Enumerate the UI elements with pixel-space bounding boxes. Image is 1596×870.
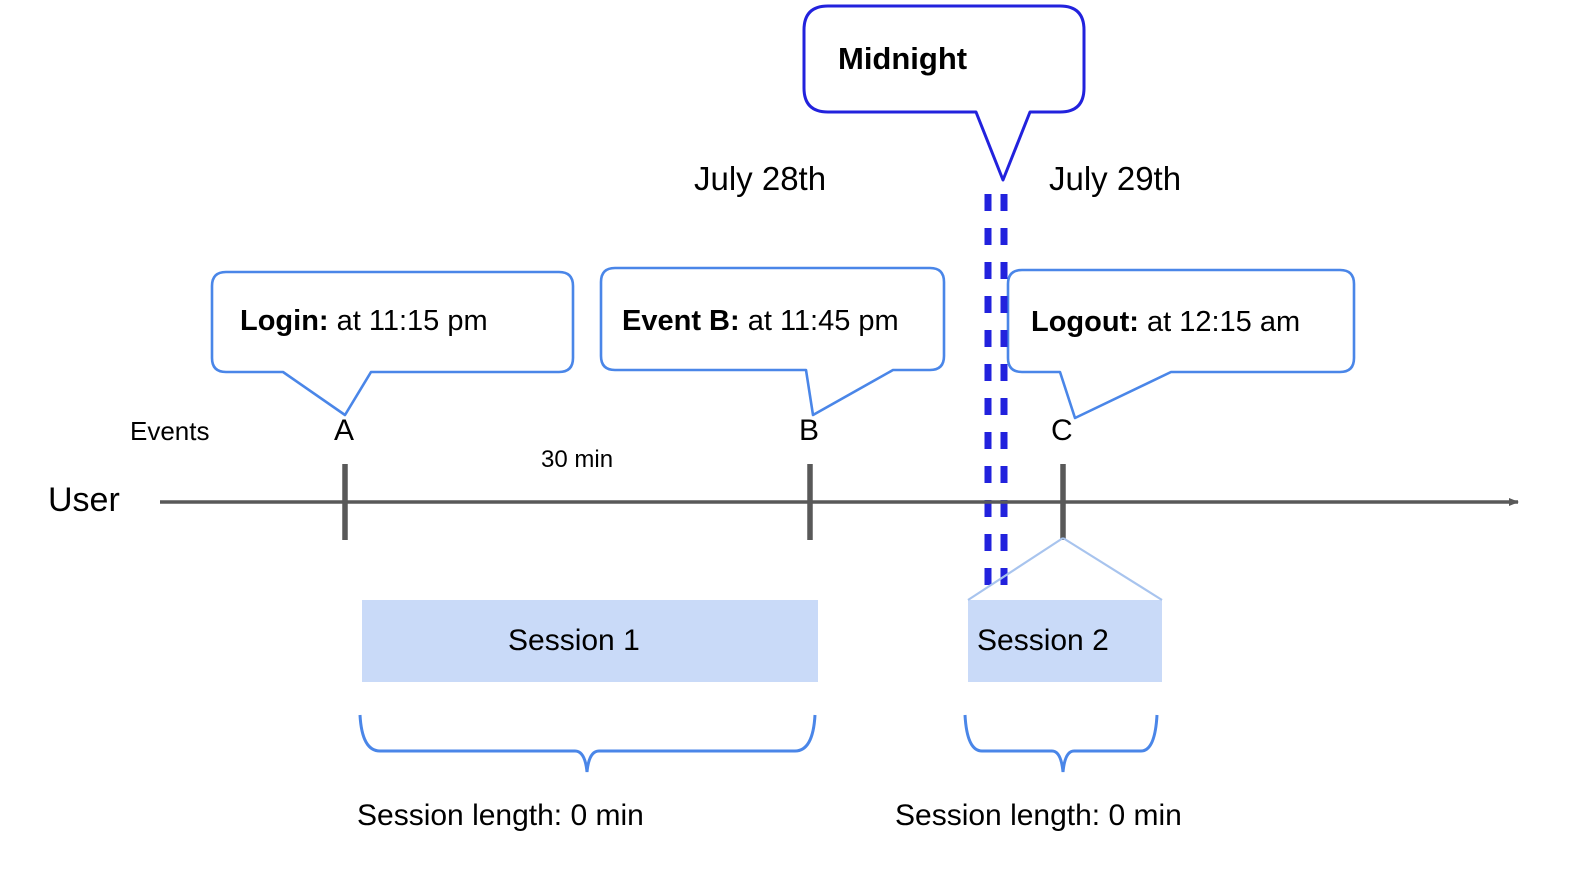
session-2-brace [963, 714, 1159, 773]
midnight-callout-shape [802, 4, 1086, 182]
callout-login-rest: at 11:15 pm [328, 305, 488, 337]
midnight-callout-label: Midnight [838, 41, 968, 76]
session-2-label: Session 2 [977, 624, 1109, 657]
event-b-callout-shape [599, 266, 946, 417]
event-tick-a-label: A [334, 414, 355, 447]
session-2-length: Session length: 0 min [895, 799, 1182, 832]
login-callout-shape [210, 270, 575, 417]
callout-login-text: Login: at 11:15 pm [240, 307, 488, 336]
logout-callout-shape [1006, 268, 1356, 420]
event-tick-b-label: B [799, 414, 820, 447]
midnight-divider-lines [984, 194, 1008, 592]
callout-event-b-rest: at 11:45 pm [739, 305, 899, 337]
event-tick-c-label: C [1051, 414, 1073, 447]
date-july-28: July 28th [694, 160, 827, 197]
session-1-brace [358, 714, 817, 773]
session-1-label: Session 1 [508, 624, 640, 657]
user-row-label: User [48, 481, 120, 519]
callout-logout-bold: Logout: [1031, 306, 1139, 338]
callout-login-bold: Login: [240, 305, 329, 337]
callout-event-b-bold: Event B: [622, 305, 740, 337]
events-row-label: Events [130, 416, 210, 446]
session-1-rect [362, 600, 818, 682]
session-2-rect [967, 537, 1163, 682]
callout-logout-text: Logout: at 12:15 am [1031, 308, 1300, 337]
event-tick-marks [342, 464, 1066, 540]
date-july-29: July 29th [1049, 160, 1182, 197]
session-1-length: Session length: 0 min [357, 799, 644, 832]
gap-duration-label: 30 min [541, 446, 614, 473]
callout-event-b-text: Event B: at 11:45 pm [622, 307, 899, 336]
callout-logout-rest: at 12:15 am [1138, 306, 1301, 338]
